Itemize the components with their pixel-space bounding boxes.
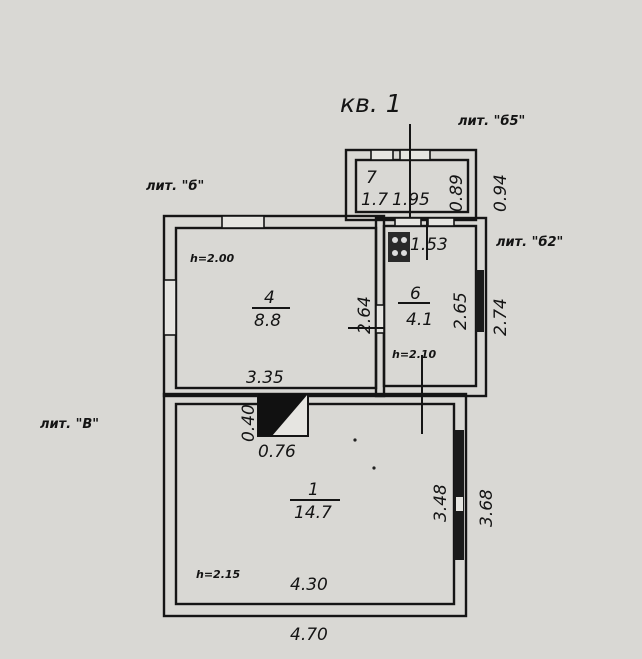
stove-width: 0.76 [258, 442, 296, 462]
room-4-depth: 2.64 [355, 296, 375, 334]
room-4-width: 3.35 [246, 368, 284, 388]
room-6-width: 1.53 [410, 235, 448, 255]
room-1-area: 14.7 [294, 503, 332, 523]
apartment-label: кв. 1 [340, 89, 402, 118]
stove-icon [388, 232, 410, 262]
room-4-area: 8.8 [254, 311, 281, 331]
litera-v: лит. "В" [40, 417, 99, 432]
room-7-depth-outer: 0.94 [491, 174, 511, 212]
room-7-area: 1.7 [361, 190, 388, 210]
room-6-number: 6 [410, 284, 421, 304]
room-1-walls [162, 392, 468, 618]
room-1-depth-inner: 3.48 [431, 484, 451, 522]
stove-depth: 0.40 [239, 404, 259, 442]
room-7-number: 7 [366, 168, 377, 188]
room-7-width: 1.95 [392, 190, 430, 210]
room-7-depth-inner: 0.89 [447, 174, 467, 212]
room-1-number: 1 [308, 480, 319, 500]
room-6-area: 4.1 [406, 310, 433, 330]
room-4-height: h=2.00 [190, 252, 235, 265]
room-4-number: 4 [264, 288, 275, 308]
room-6-depth-inner: 2.65 [451, 292, 471, 330]
room-1-width-outer: 4.70 [290, 625, 328, 645]
room-1-depth-outer: 3.68 [477, 489, 497, 527]
litera-b5: лит. "б5" [458, 114, 525, 129]
room-6-depth-outer: 2.74 [491, 298, 511, 336]
room-6-height: h=2.10 [392, 348, 437, 361]
room-1-width-inner: 4.30 [290, 575, 328, 595]
litera-b2: лит. "б2" [496, 235, 563, 250]
room-1-height: h=2.15 [196, 568, 241, 581]
litera-b: лит. "б" [146, 179, 204, 194]
